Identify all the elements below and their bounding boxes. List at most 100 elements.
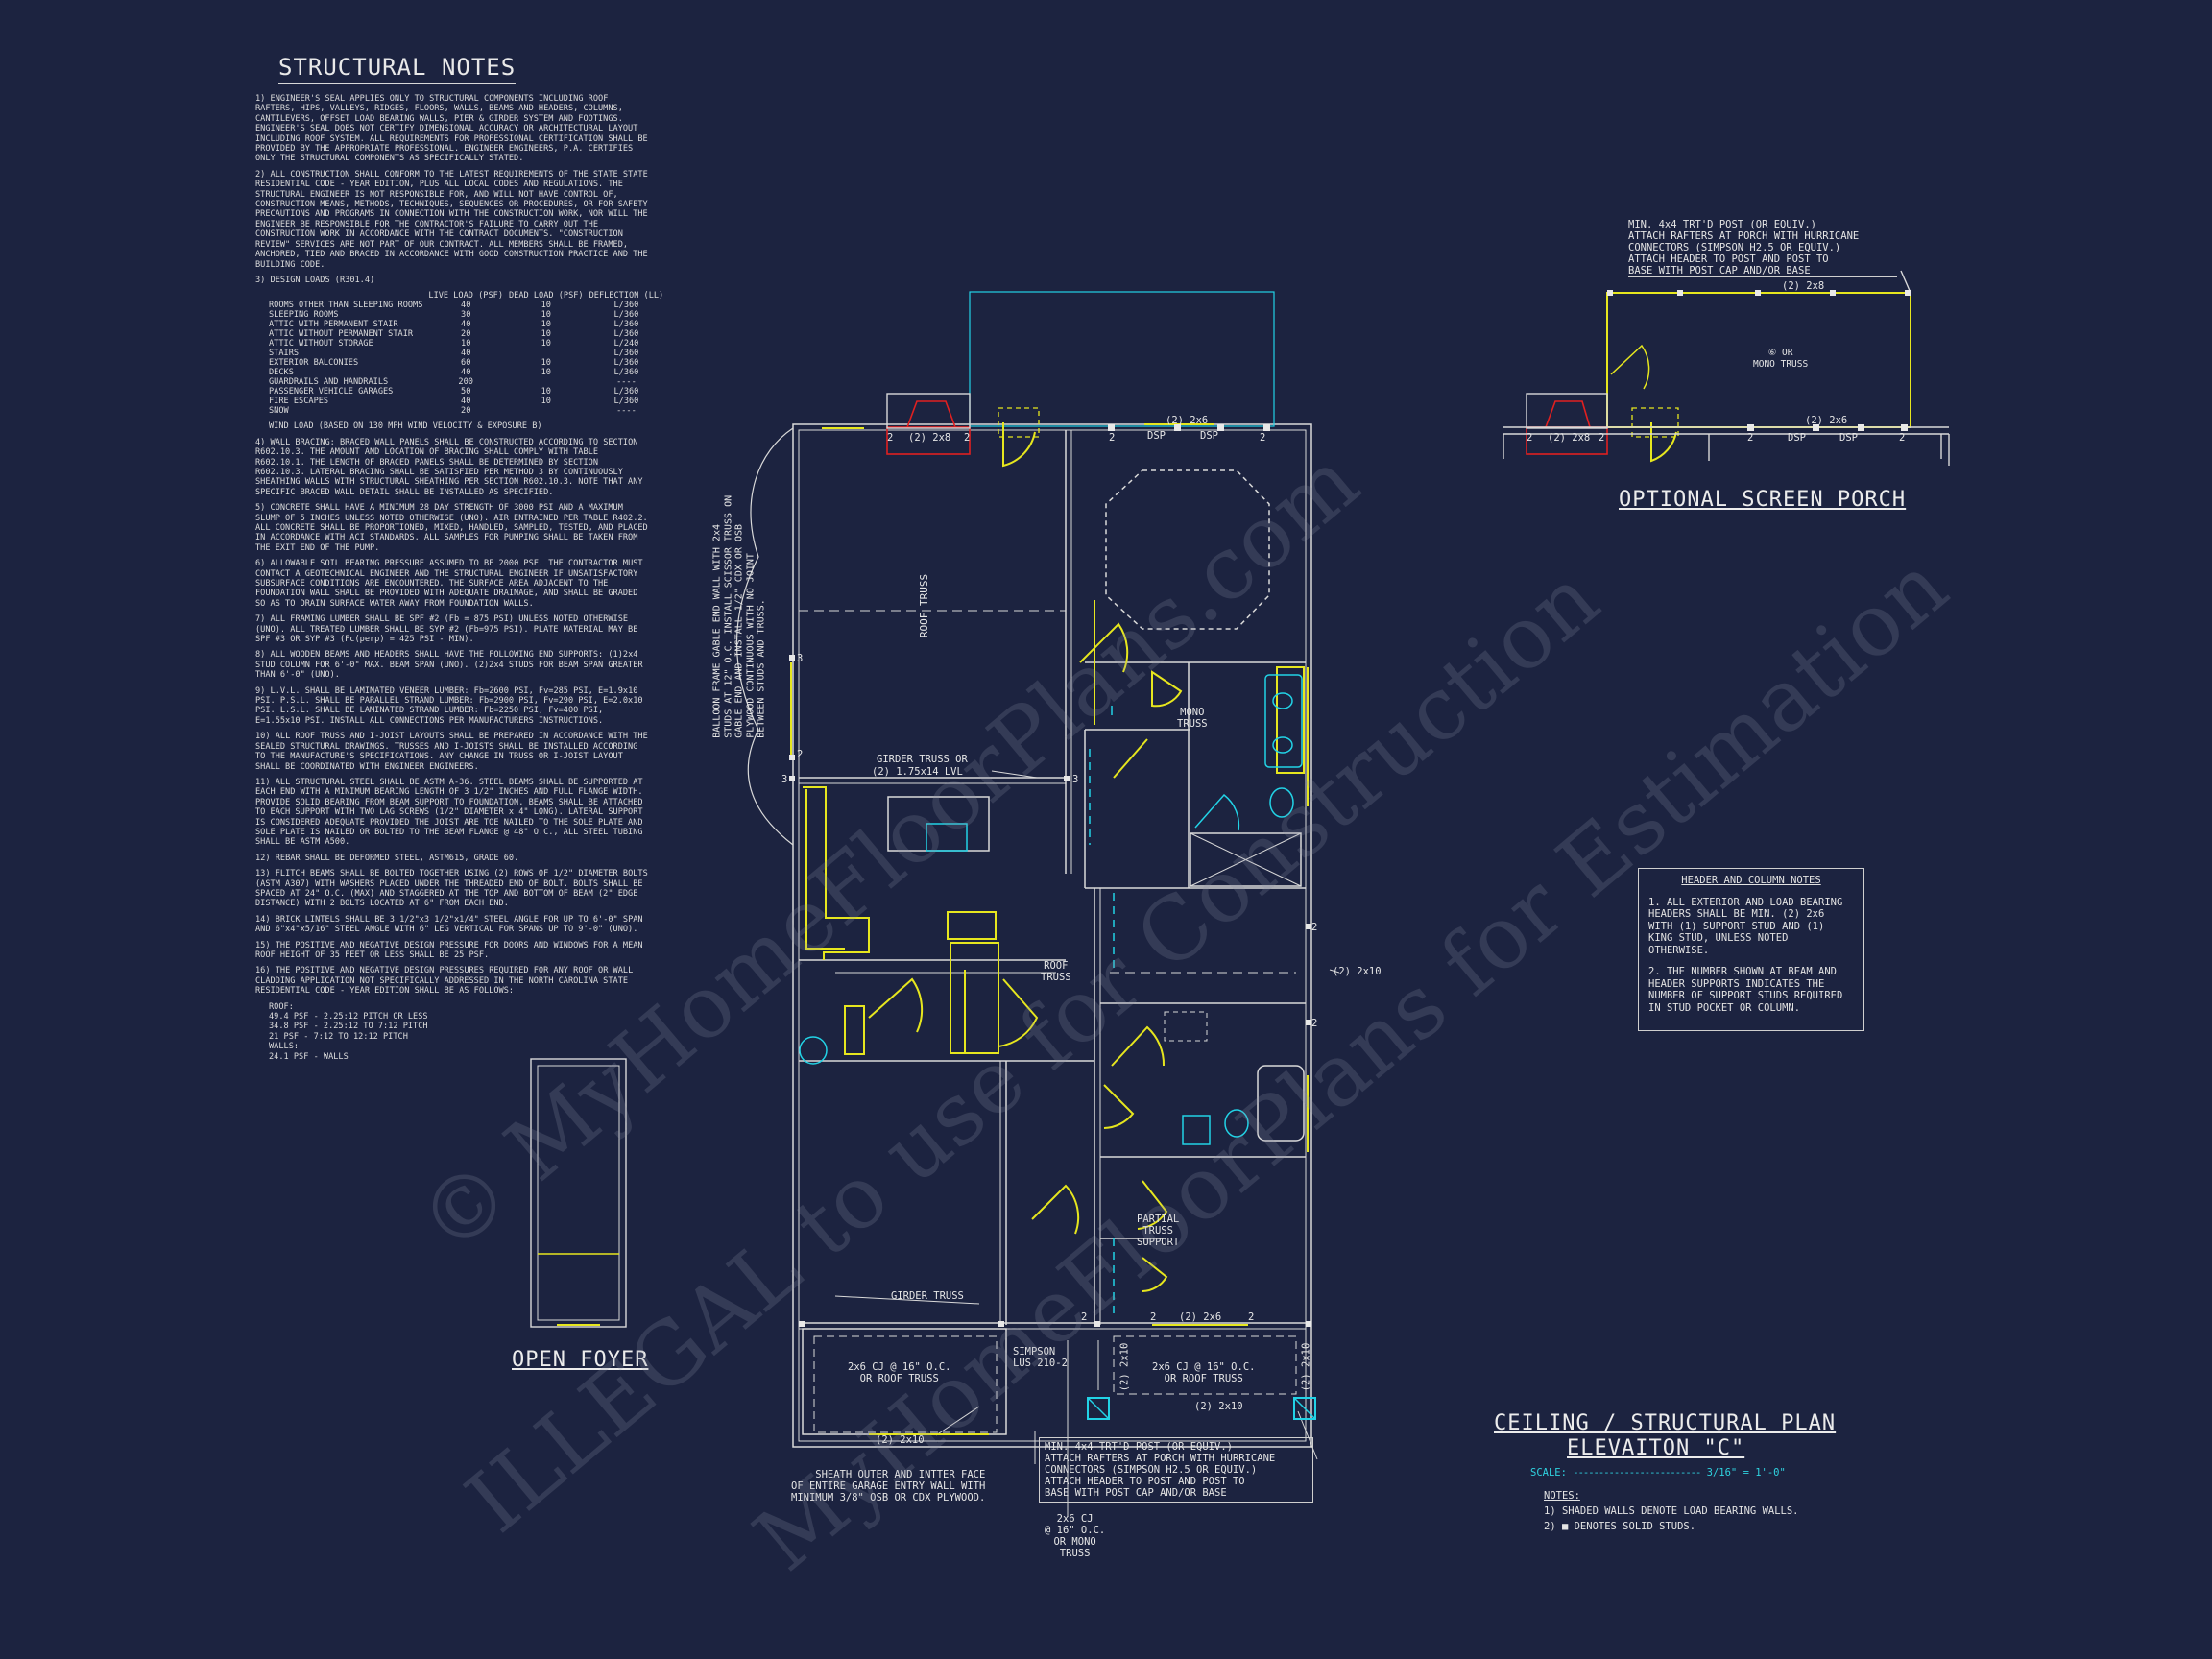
walls-pressure-item: 24.1 PSF - WALLS <box>269 1051 349 1062</box>
header-column-notes: HEADER AND COLUMN NOTES 1. ALL EXTERIOR … <box>1638 868 1864 1031</box>
load-table-cell: EXTERIOR BALCONIES <box>269 358 359 369</box>
walls-pressure-label: WALLS: <box>269 1042 300 1052</box>
structural-notes-title: STRUCTURAL NOTES <box>278 54 517 84</box>
attic-octagon <box>1105 469 1270 630</box>
stud-count-4: 2 <box>1260 432 1266 444</box>
roof-pressure-label: ROOF: <box>269 1001 294 1012</box>
screen-porch-top-header: (2) 2x8 <box>1782 280 1825 292</box>
screen-porch-dsp-2: DSP <box>1839 432 1858 444</box>
dsp-label-2: DSP <box>1200 430 1218 442</box>
screen-porch-callout: MIN. 4x4 TRT'D POST (OR EQUIV.) ATTACH R… <box>1628 219 1897 277</box>
load-table-cell: 10 <box>541 301 551 311</box>
stud-count-5: 3 <box>797 653 804 664</box>
scale-row: SCALE: ------------------------- 3/16" =… <box>1530 1467 1786 1479</box>
roof-pressure-item: 21 PSF - 7:12 TO 12:12 PITCH <box>269 1031 408 1042</box>
structural-note: 16) THE POSITIVE AND NEGATIVE DESIGN PRE… <box>255 966 649 996</box>
note-text: DESIGN LOADS (R301.4) <box>270 275 375 285</box>
v-header-label-a: (2) 2x10 <box>1118 1342 1131 1392</box>
note-text: ALL STRUCTURAL STEEL SHALL BE ASTM A-36.… <box>255 777 643 848</box>
note-text: REBAR SHALL BE DEFORMED STEEL, ASTM615, … <box>275 853 519 863</box>
structural-note: 10) ALL ROOF TRUSS AND I-JOIST LAYOUTS S… <box>255 732 649 772</box>
structural-note: 6) ALLOWABLE SOIL BEARING PRESSURE ASSUM… <box>255 559 649 609</box>
note-text: WALL BRACING: BRACED WALL PANELS SHALL B… <box>255 437 643 497</box>
load-table-cell: L/360 <box>613 368 639 378</box>
load-table-cell: 10 <box>541 339 551 349</box>
structural-note: 7) ALL FRAMING LUMBER SHALL BE SPF #2 (F… <box>255 614 649 644</box>
load-table-cell: DECKS <box>269 368 294 378</box>
load-table-cell: ROOMS OTHER THAN SLEEPING ROOMS <box>269 301 423 311</box>
load-table-cell: L/240 <box>613 339 639 349</box>
load-table-cell: 10 <box>541 329 551 340</box>
mid-header-label: (2) 2x6 <box>1179 1311 1222 1323</box>
load-table-cell: 40 <box>461 368 471 378</box>
stud-count-12: 2 <box>1150 1311 1157 1323</box>
screen-porch-stud-1: 2 <box>1527 432 1533 444</box>
simpson-label: SIMPSON LUS 210-2 <box>1013 1346 1068 1369</box>
roof-pressure-item: 49.4 PSF - 2.25:12 PITCH OR LESS <box>269 1012 428 1022</box>
load-table-cell: ---- <box>616 406 637 417</box>
note-number: 15) <box>255 940 271 950</box>
stud-count-8: 3 <box>1072 774 1079 785</box>
note-number: 16) <box>255 966 271 976</box>
plan-subtitle: ELEVAITON "C" <box>1567 1436 1745 1460</box>
structural-note: 12) REBAR SHALL BE DEFORMED STEEL, ASTM6… <box>255 854 649 863</box>
load-table-cell: SNOW <box>269 406 289 417</box>
header-label-top-left: (2) 2x8 <box>908 432 951 444</box>
note-text: ALL FRAMING LUMBER SHALL BE SPF #2 (Fb =… <box>255 614 638 645</box>
bottom-header-right: (2) 2x10 <box>1194 1401 1243 1412</box>
load-table-cell: L/360 <box>613 310 639 321</box>
partial-truss-label: PARTIAL TRUSS SUPPORT <box>1137 1214 1180 1248</box>
note-number: 2) <box>255 169 266 180</box>
structural-note: 11) ALL STRUCTURAL STEEL SHALL BE ASTM A… <box>255 778 649 848</box>
load-table-cell: 10 <box>541 368 551 378</box>
stud-count-11: 2 <box>1081 1311 1088 1323</box>
note-number: 6) <box>255 559 266 569</box>
structural-note: 13) FLITCH BEAMS SHALL BE BOLTED TOGETHE… <box>255 869 649 909</box>
screen-porch-stud-4: 2 <box>1899 432 1906 444</box>
dsp-label-1: DSP <box>1147 430 1166 442</box>
stud-count-13: 2 <box>1248 1311 1255 1323</box>
load-table-cell: ATTIC WITH PERMANENT STAIR <box>269 320 398 330</box>
header-column-note-2: 2. THE NUMBER SHOWN AT BEAM AND HEADER S… <box>1648 966 1843 1014</box>
mono-truss-label: MONO TRUSS <box>1177 707 1208 730</box>
structural-note: 4) WALL BRACING: BRACED WALL PANELS SHAL… <box>255 438 649 497</box>
stud-count-6: 2 <box>797 749 804 760</box>
load-table-cell: 200 <box>458 377 473 388</box>
wind-load-row: WIND LOAD (BASED ON 130 MPH WIND VELOCIT… <box>269 421 542 432</box>
screen-porch-right-header: (2) 2x6 <box>1805 415 1848 426</box>
note-text: CONCRETE SHALL HAVE A MINIMUM 28 DAY STR… <box>255 503 648 553</box>
load-table-cell: 30 <box>461 310 471 321</box>
note-text: THE POSITIVE AND NEGATIVE DESIGN PRESSUR… <box>255 940 643 960</box>
load-table-cell: L/360 <box>613 358 639 369</box>
structural-note: 14) BRICK LINTELS SHALL BE 3 1/2"x3 1/2"… <box>255 915 649 935</box>
stud-count-2: 2 <box>964 432 971 444</box>
load-table-cell: L/360 <box>613 329 639 340</box>
stud-count-1: 2 <box>887 432 894 444</box>
load-table-cell: 40 <box>461 301 471 311</box>
plan-note-2: 2) ■ DENOTES SOLID STUDS. <box>1544 1521 1696 1532</box>
note-number: 1) <box>255 94 266 104</box>
load-table-header: DEAD LOAD (PSF) <box>509 291 584 301</box>
screen-porch-dsp-1: DSP <box>1788 432 1806 444</box>
note-text: ENGINEER'S SEAL APPLIES ONLY TO STRUCTUR… <box>255 94 648 164</box>
plan-notes: NOTES: 1) SHADED WALLS DENOTE LOAD BEARI… <box>1544 1488 1799 1534</box>
screen-porch-stud-3: 2 <box>1747 432 1754 444</box>
cj-label-right: 2x6 CJ @ 16" O.C. OR ROOF TRUSS <box>1152 1361 1256 1384</box>
header-column-note-1: 1. ALL EXTERIOR AND LOAD BEARING HEADERS… <box>1648 896 1843 956</box>
scale-value: 3/16" = 1'-0" <box>1706 1467 1786 1479</box>
note-text: ALL ROOF TRUSS AND I-JOIST LAYOUTS SHALL… <box>255 732 648 772</box>
note-text: BRICK LINTELS SHALL BE 3 1/2"x3 1/2"x1/4… <box>255 914 643 935</box>
load-table-cell: L/360 <box>613 349 639 359</box>
roof-truss-label: ROOF TRUSS <box>1041 960 1071 983</box>
load-table-cell: 60 <box>461 358 471 369</box>
structural-notes: 1) ENGINEER'S SEAL APPLIES ONLY TO STRUC… <box>255 94 663 1062</box>
open-foyer-title: OPEN FOYER <box>512 1348 649 1372</box>
note-text: ALLOWABLE SOIL BEARING PRESSURE ASSUMED … <box>255 559 643 609</box>
note-number: 3) <box>255 275 266 285</box>
